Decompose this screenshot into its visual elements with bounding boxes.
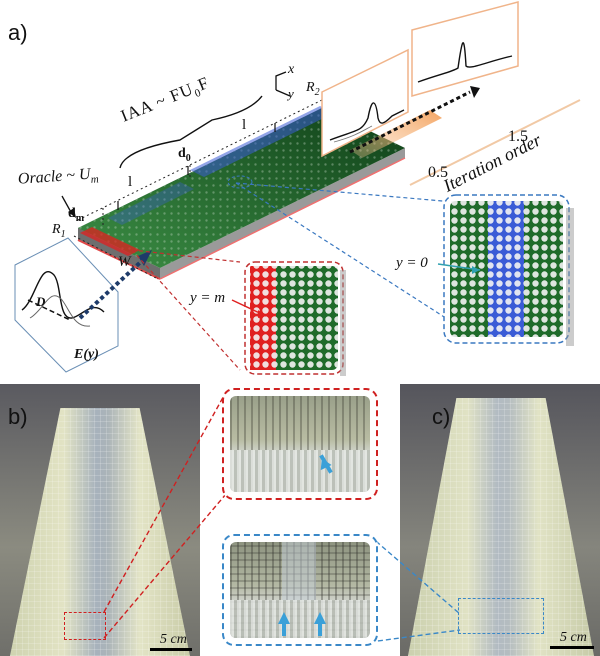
zoom-box-red [244,261,346,376]
axis-arrows [275,71,291,97]
r1-label: R1 [52,222,66,240]
panel-b-label: b) [8,404,28,429]
x-axis-label: x [288,62,295,77]
zoom-ellipse-blue [227,175,253,189]
y-eq-m-label: y = m [190,290,226,306]
y-axis-label: y [288,86,294,101]
panel-c-label: c) [432,404,451,429]
output-beam [349,86,480,158]
tick-15-label: 1.5 [508,128,528,145]
iaa-bracket [119,95,263,169]
photo-c [400,384,600,656]
zoom-connectors [131,182,455,371]
panel-a-diagram [14,1,581,376]
d-label: D [36,294,46,309]
iteration-panel-05 [321,48,409,158]
r2-label: R2 [306,80,320,98]
dm-label: dm [68,206,85,224]
ey-label: E(y) [74,347,99,362]
arrow-marker-blue-right [314,612,326,624]
scale-c-label: 5 cm [560,630,587,645]
scale-b-label: 5 cm [160,632,187,647]
iteration-panel-15 [411,1,519,97]
tick-05-label: 0.5 [428,164,448,181]
photo-zoom-connectors [103,391,461,643]
y-eq-0-label: y = 0 [396,255,428,271]
dimension-lines [73,99,323,279]
zoom-photo-red [230,396,370,492]
photo-b [0,384,200,656]
w-label: W [118,254,131,270]
iteration-axis [409,99,581,186]
zoom-photo-blue [230,542,370,638]
l-markers [117,123,276,210]
input-field-panel [14,237,152,373]
zoom-photo-blue-frame [222,534,378,646]
panel-a-label: a) [8,20,28,45]
d0-label: d0 [178,146,191,164]
l-right-label: l [242,117,247,133]
zoom-box-blue [443,194,574,346]
zoom-photo-red-frame [222,388,378,500]
arrow-marker-blue-left [278,612,290,624]
l-left-label: l [128,174,133,190]
